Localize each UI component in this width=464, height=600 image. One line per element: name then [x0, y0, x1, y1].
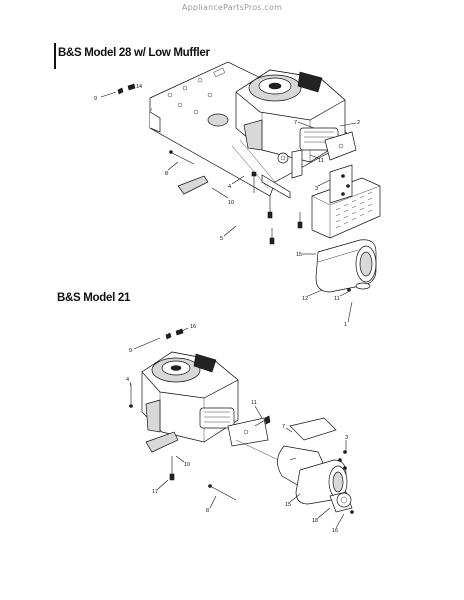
engine-icon — [141, 351, 239, 443]
callout-label: 3 — [315, 186, 318, 192]
section-title-bar — [54, 43, 56, 69]
callout-label: 4 — [126, 377, 129, 383]
callout-label: 5 — [220, 236, 223, 242]
callout-label: 11 — [251, 400, 257, 406]
callout-labels-section-1: 14 9 2 7 11 3 8 4 10 5 15 12 11 1 — [94, 84, 360, 328]
bolt-icon — [117, 83, 351, 292]
callout-label: 2 — [357, 120, 360, 126]
engine-icon — [235, 69, 346, 164]
callout-label: 9 — [94, 96, 97, 102]
callout-label: 11 — [334, 296, 340, 302]
callout-label: 16 — [190, 324, 196, 330]
callout-leaders-2 — [129, 327, 347, 529]
callout-label: 17 — [152, 489, 158, 495]
muffler-icon — [277, 417, 353, 513]
callout-label: 1 — [344, 322, 347, 328]
callout-label: 11 — [318, 158, 324, 164]
heat-shield-icon — [311, 164, 381, 239]
callout-label: 15 — [285, 502, 291, 508]
callout-label: 4 — [228, 184, 231, 190]
callout-labels-section-2: 16 9 4 11 7 3 10 17 8 15 18 16 — [126, 324, 348, 534]
callout-leaders-1 — [100, 85, 357, 323]
bracket-icon — [291, 131, 357, 179]
section-title-model-28: B&S Model 28 w/ Low Muffler — [58, 47, 210, 59]
callout-label: 10 — [228, 200, 234, 206]
callout-label: 10 — [184, 462, 190, 468]
watermark: AppliancePartsPros.com — [181, 3, 283, 12]
callout-label: 18 — [312, 518, 318, 524]
section-title-model-21: B&S Model 21 — [57, 292, 131, 304]
callout-label: 12 — [302, 296, 308, 302]
callout-label: 8 — [206, 508, 209, 514]
callout-label: 3 — [345, 435, 348, 441]
callout-label: 14 — [136, 84, 142, 90]
callout-label: 7 — [294, 120, 297, 126]
muffler-icon — [315, 239, 377, 293]
callout-label: 8 — [165, 171, 168, 177]
callout-label: 16 — [332, 528, 338, 534]
callout-label: 9 — [129, 348, 132, 354]
callout-label: 7 — [282, 424, 285, 430]
bolt-icon — [129, 328, 354, 514]
callout-label: 15 — [296, 252, 302, 258]
bracket-icon — [145, 417, 301, 471]
